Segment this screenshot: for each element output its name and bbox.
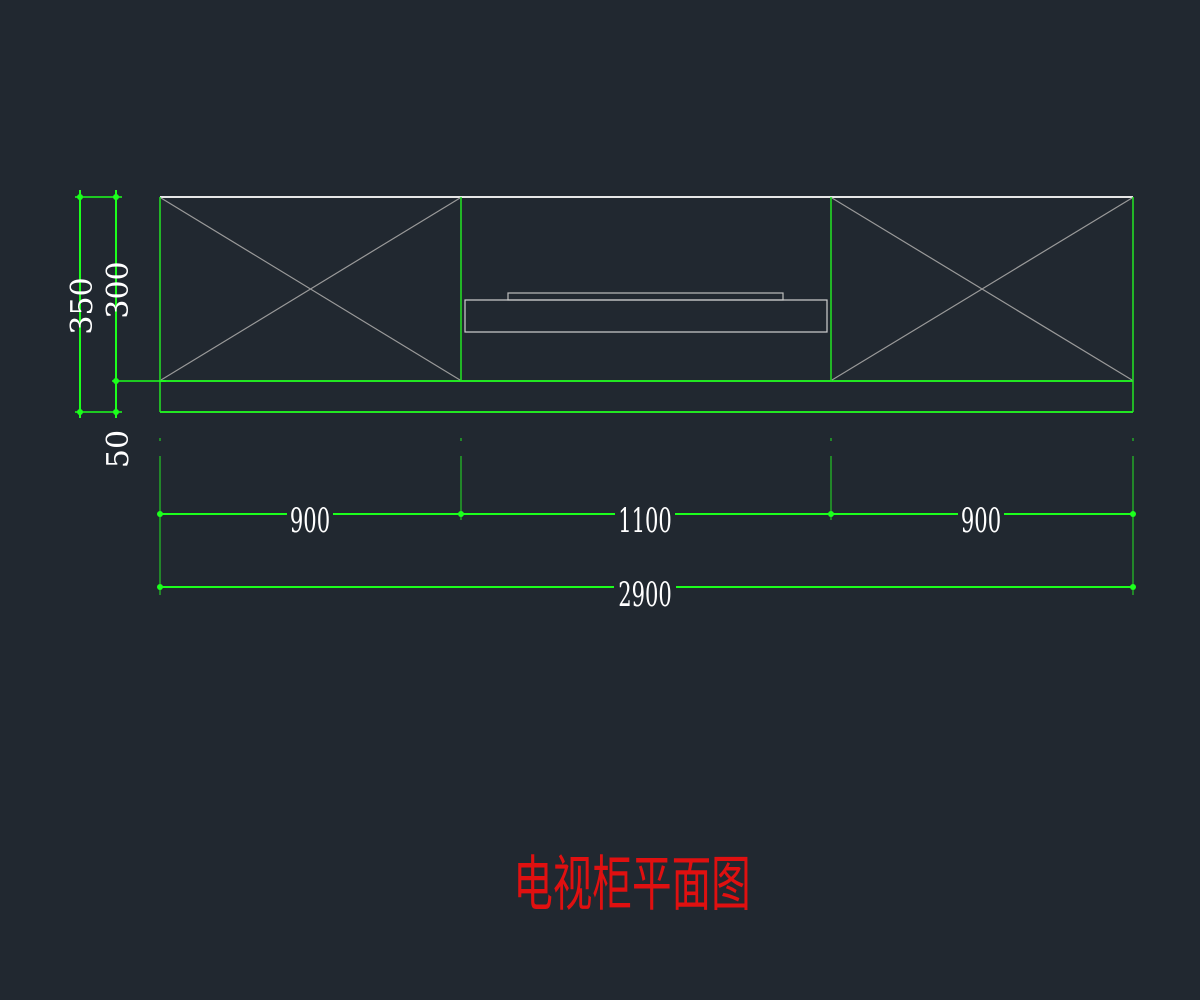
dim-label-cabinet-height: 300 [101, 261, 136, 318]
dim-label-right-segment: 900 [961, 501, 1001, 541]
drawing-title: 电视柜平面图 [513, 850, 751, 920]
horizontal-segment-dimension: 900 1100 900 [157, 500, 1136, 540]
dim-label-center-segment: 1100 [618, 501, 672, 541]
center-drawer [464, 299, 828, 333]
left-door-cross [160, 197, 461, 381]
dim-ticks-segment [157, 511, 1136, 517]
dim-ticks-vertical [77, 194, 119, 415]
vertical-dimensions: 350 300 50 [65, 190, 166, 468]
right-door-cross [831, 197, 1133, 381]
center-shelf-top [507, 292, 784, 301]
dim-ticks-total [157, 584, 1136, 590]
dim-label-base-height: 50 [101, 430, 136, 468]
horizontal-total-dimension: 2900 [157, 573, 1136, 614]
cabinet-body [159, 196, 1134, 413]
dim-label-left-segment: 900 [290, 501, 330, 541]
dim-label-total: 2900 [618, 575, 672, 615]
extension-lines [159, 438, 1134, 595]
dim-label-total-height: 350 [65, 277, 100, 334]
